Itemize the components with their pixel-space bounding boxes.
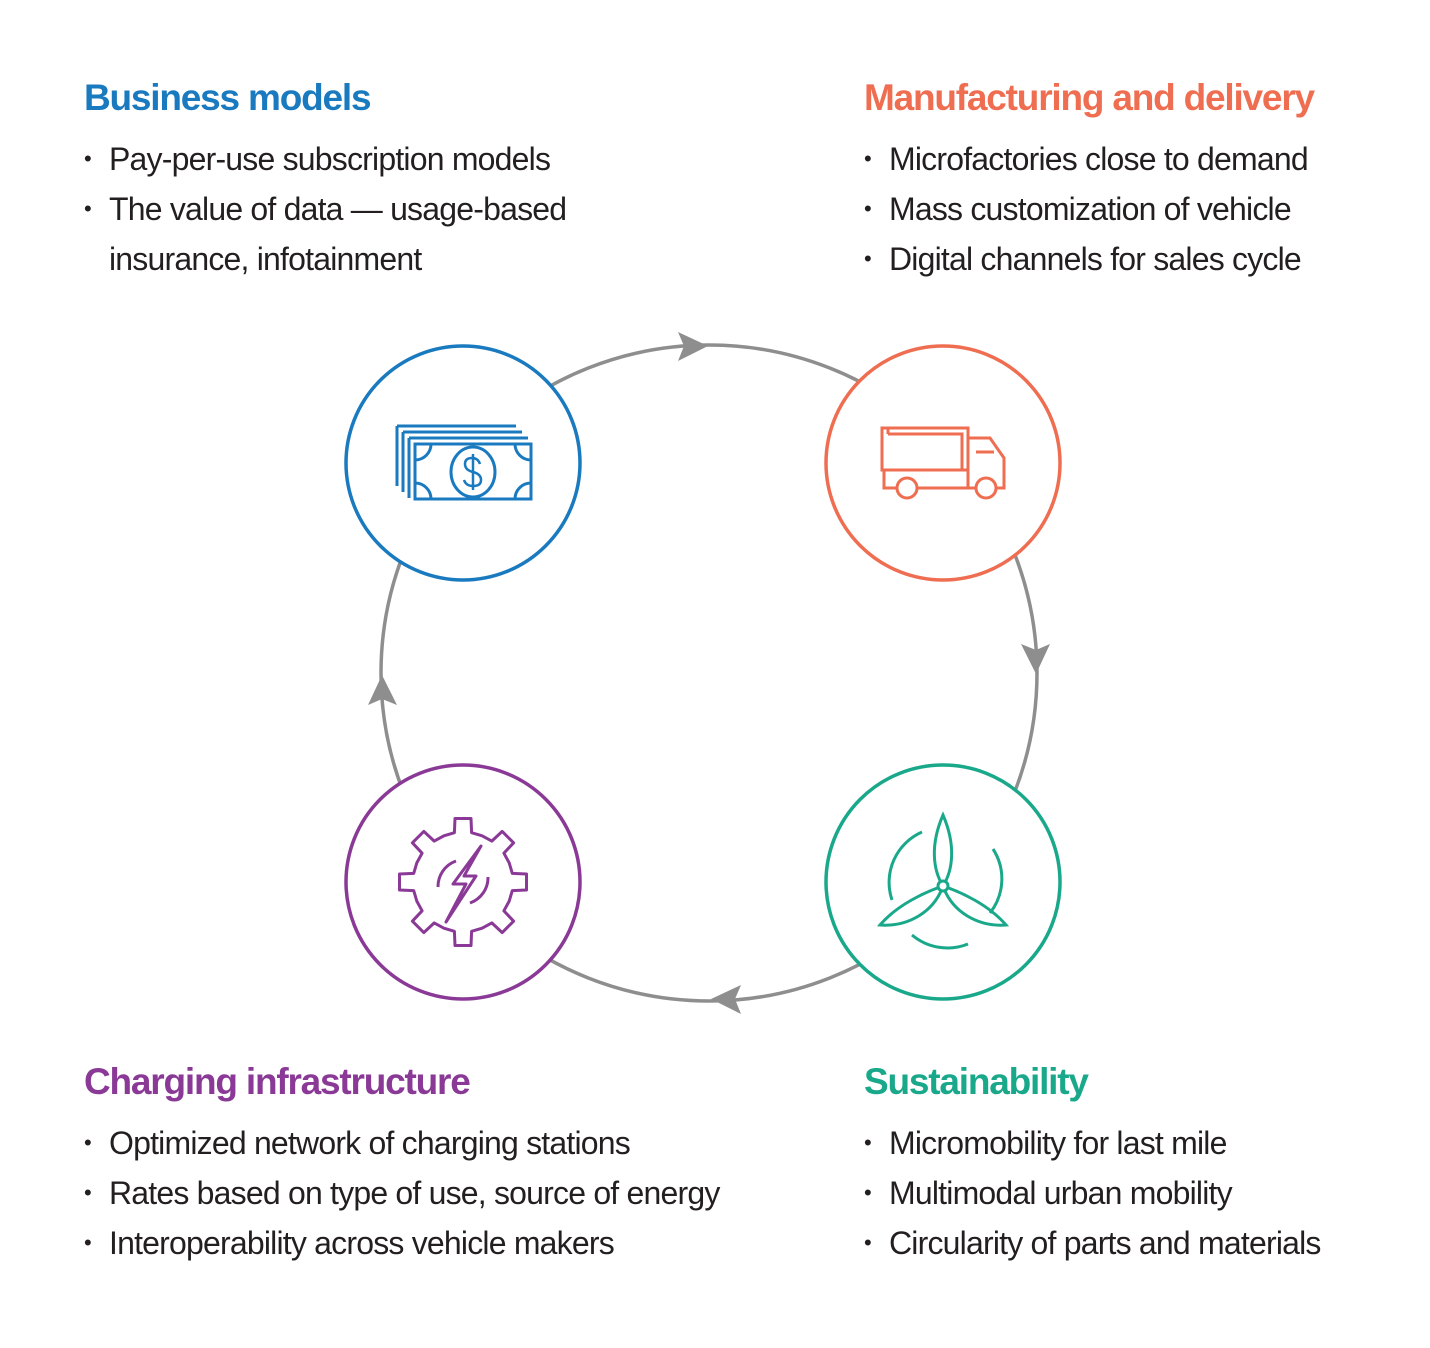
list-item: Interoperability across vehicle makers: [84, 1218, 724, 1268]
cycle-ring: [379, 343, 1039, 1003]
arrow-left: [368, 675, 397, 705]
list-item: Rates based on type of use, source of en…: [84, 1168, 724, 1218]
section-business: Business models Pay-per-use subscription…: [84, 76, 724, 284]
bullet-list-business: Pay-per-use subscription models The valu…: [84, 134, 724, 284]
section-manufacturing: Manufacturing and delivery Microfactorie…: [864, 76, 1384, 284]
list-item: Optimized network of charging stations: [84, 1118, 724, 1168]
node-business: [344, 344, 582, 582]
section-title-charging: Charging infrastructure: [84, 1061, 471, 1102]
list-item: Pay-per-use subscription models: [84, 134, 724, 184]
section-title-manufacturing: Manufacturing and delivery: [864, 77, 1315, 118]
delivery-truck-icon: [880, 426, 1006, 500]
node-manufacturing: [824, 344, 1062, 582]
bullet-list-manufacturing: Microfactories close to demand Mass cust…: [864, 134, 1384, 284]
arrow-bottom: [711, 985, 741, 1014]
bullet-list-sustainability: Micromobility for last mile Multimodal u…: [864, 1118, 1384, 1268]
gear-lightning-icon: [398, 817, 528, 947]
list-item: Circularity of parts and materials: [864, 1218, 1384, 1268]
list-item: Mass customization of vehicle: [864, 184, 1384, 234]
list-item: Microfactories close to demand: [864, 134, 1384, 184]
section-charging: Charging infrastructure Optimized networ…: [84, 1060, 724, 1268]
section-title-business: Business models: [84, 77, 372, 118]
section-sustainability: Sustainability Micromobility for last mi…: [864, 1060, 1384, 1268]
list-item: Multimodal urban mobility: [864, 1168, 1384, 1218]
list-item: The value of data — usage-based insuranc…: [84, 184, 699, 284]
node-charging: [344, 763, 582, 1001]
arrow-top: [678, 332, 708, 361]
arrow-right: [1021, 644, 1050, 674]
list-item: Micromobility for last mile: [864, 1118, 1384, 1168]
bullet-list-charging: Optimized network of charging stations R…: [84, 1118, 724, 1268]
list-item: Digital channels for sales cycle: [864, 234, 1384, 284]
money-bills-icon: [395, 424, 533, 501]
node-sustainability: [824, 763, 1062, 1001]
section-title-sustainability: Sustainability: [864, 1061, 1089, 1102]
wind-turbine-icon: [876, 811, 1010, 950]
